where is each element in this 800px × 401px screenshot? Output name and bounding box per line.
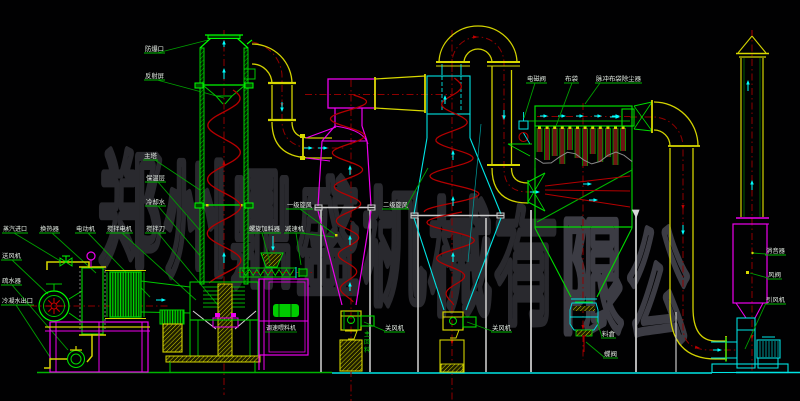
svg-text:螺旋加料器: 螺旋加料器	[249, 225, 281, 233]
svg-text:换热器: 换热器	[40, 225, 60, 233]
svg-text:防爆口: 防爆口	[145, 44, 164, 53]
svg-text:引风机: 引风机	[766, 296, 786, 304]
svg-text:布袋: 布袋	[565, 75, 578, 83]
svg-text:减速机: 减速机	[285, 225, 305, 233]
svg-text:搅拌刀: 搅拌刀	[146, 225, 165, 233]
svg-text:风阀: 风阀	[768, 271, 781, 279]
svg-text:蝶阀: 蝶阀	[604, 349, 617, 358]
svg-text:限: 限	[560, 208, 624, 349]
svg-text:主塔: 主塔	[144, 151, 158, 160]
svg-text:反射屏: 反射屏	[145, 71, 165, 80]
svg-text:冷却水: 冷却水	[146, 197, 166, 206]
svg-text:关风机: 关风机	[385, 323, 405, 332]
svg-text:郑: 郑	[98, 142, 162, 283]
svg-text:关风机: 关风机	[492, 323, 512, 332]
svg-text:电动机: 电动机	[76, 225, 96, 233]
svg-text:公: 公	[626, 218, 690, 359]
svg-text:料: 料	[364, 346, 370, 354]
svg-text:回: 回	[364, 339, 370, 346]
svg-text:鼎: 鼎	[230, 161, 294, 302]
svg-text:疏水器: 疏水器	[2, 277, 22, 285]
svg-text:搅拌电机: 搅拌电机	[107, 225, 133, 233]
svg-text:调速喂料机: 调速喂料机	[266, 324, 296, 332]
svg-text:有: 有	[494, 199, 558, 340]
svg-text:电磁阀: 电磁阀	[527, 75, 546, 83]
svg-text:脉冲布袋除尘器: 脉冲布袋除尘器	[596, 75, 642, 83]
svg-text:二级旋风: 二级旋风	[383, 200, 409, 209]
svg-text:冷凝水出口: 冷凝水出口	[2, 297, 33, 305]
svg-text:保温层: 保温层	[146, 173, 166, 182]
svg-text:一级旋风: 一级旋风	[287, 200, 313, 209]
svg-text:消音器: 消音器	[766, 247, 786, 255]
svg-text:蒸汽进口: 蒸汽进口	[3, 225, 27, 233]
svg-text:主: 主	[364, 330, 370, 338]
svg-text:送风机: 送风机	[2, 252, 22, 260]
svg-text:料倉: 料倉	[602, 329, 616, 338]
